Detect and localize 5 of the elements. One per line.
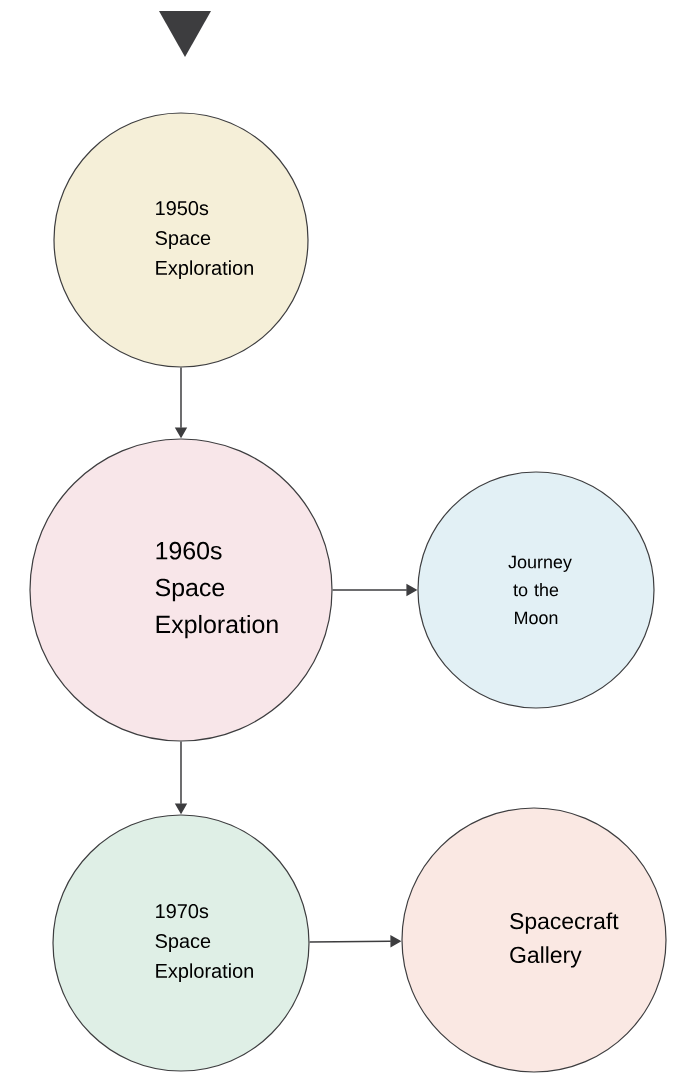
circle-node: 1960s Space Exploration xyxy=(29,438,333,742)
circle-node: 1950s Space Exploration xyxy=(53,112,309,368)
circle-node: Spacecraft Gallery xyxy=(401,807,667,1073)
circle-node: 1970s Space Exploration xyxy=(52,814,310,1072)
circle-node: Journey to the Moon xyxy=(417,471,655,709)
